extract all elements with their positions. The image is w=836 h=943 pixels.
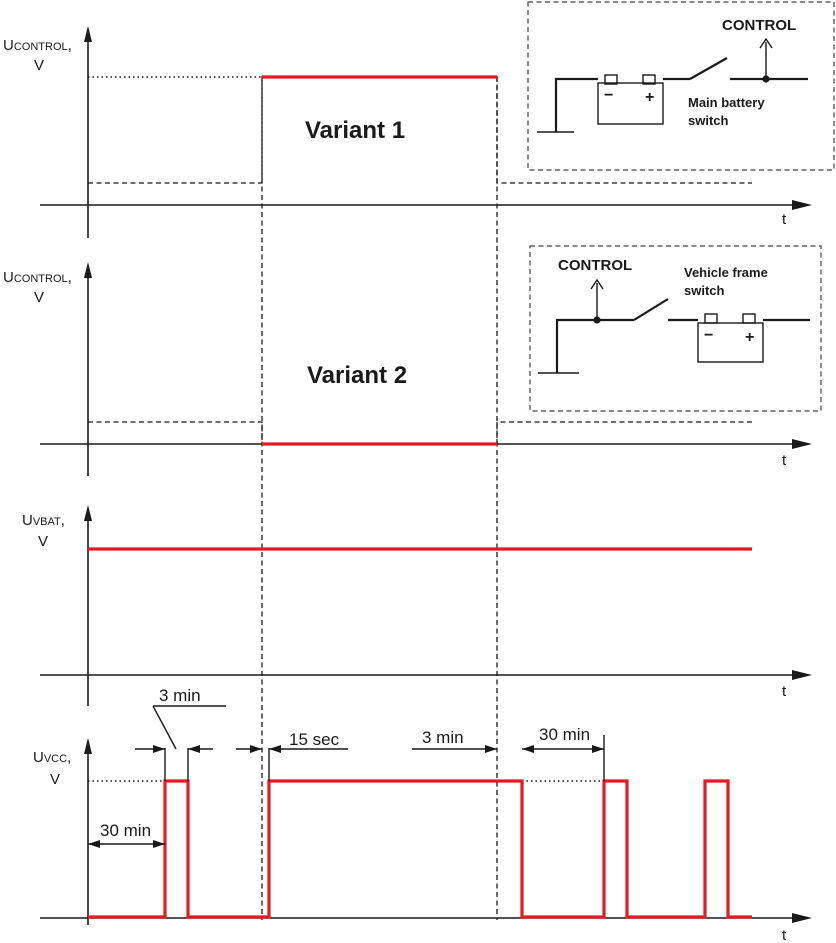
arrow-head-icon — [84, 262, 92, 278]
x-axis-label-4: t — [782, 927, 787, 943]
box-1-control-label: CONTROL — [722, 17, 796, 34]
arrow-head-icon — [792, 439, 812, 449]
svg-text:−: − — [604, 87, 613, 104]
arrow-head-icon — [792, 200, 812, 210]
y-axis-label-1: UCONTROL, — [3, 37, 72, 54]
circuit-box-1-frame — [527, 1, 835, 171]
y-axis-unit-4: V — [50, 771, 60, 788]
low-level-before-1 — [88, 77, 263, 184]
panel-2: UCONTROL, V t Variant 2 − + CONTROL — [3, 245, 822, 476]
y-axis-label-2: UCONTROL, — [3, 269, 72, 286]
box-2-control-label: CONTROL — [558, 257, 632, 274]
low-level-after-1 — [496, 77, 752, 184]
y-axis-unit-2: V — [34, 289, 44, 306]
x-axis-label-1: t — [782, 211, 787, 228]
variant-2-label: Variant 2 — [307, 362, 407, 389]
arrow-head-icon — [84, 26, 92, 42]
circuit-box-2-frame — [529, 245, 822, 412]
y-axis-label-3: UVBAT, — [22, 512, 65, 529]
circuit-box-2: − + CONTROL Vehicle frame switch — [529, 245, 822, 412]
svg-text:−: − — [704, 327, 713, 344]
panel-3: UVBAT, V t — [22, 505, 812, 706]
dim-3min-mid: 3 min 30 min — [412, 725, 604, 753]
svg-text:+: + — [645, 89, 654, 106]
box-2-switch-label-line1: Vehicle frame — [684, 265, 768, 280]
arrow-head-icon — [792, 670, 812, 680]
arrow-head-icon — [84, 738, 92, 754]
y-axis-unit-3: V — [38, 533, 48, 550]
arrow-head-icon — [792, 913, 812, 923]
dim-30min-right-label: 30 min — [539, 725, 590, 744]
box-1-switch-label-line2: switch — [688, 113, 729, 128]
arrow-head-icon — [84, 505, 92, 521]
switch-icon — [689, 57, 728, 80]
battery-icon: − + — [697, 313, 764, 363]
x-axis-label-2: t — [782, 452, 787, 469]
control-arrow-icon — [590, 278, 604, 290]
panel-1: UCONTROL, V t Variant 1 − + CO — [3, 1, 835, 238]
panel-4: UVCC, V t 3 min 15 sec — [33, 686, 812, 943]
dimension-extensions — [164, 735, 605, 781]
svg-text:+: + — [745, 329, 754, 346]
dim-15sec-label: 15 sec — [289, 730, 340, 749]
ground-wire-2 — [555, 318, 634, 373]
high-level-before-2 — [88, 421, 263, 444]
dim-3min-top-label: 3 min — [159, 686, 201, 705]
ground-wire-1 — [554, 77, 598, 132]
box-1-switch-label-line1: Main battery — [688, 95, 765, 110]
variant-1-label: Variant 1 — [305, 117, 405, 144]
x-axis-label-3: t — [782, 683, 787, 700]
high-level-after-2 — [496, 421, 752, 444]
dim-30min-left: 30 min — [88, 821, 165, 848]
circuit-box-1: − + CONTROL Main battery switch — [527, 1, 835, 171]
control-arrow-icon — [759, 37, 773, 49]
box-2-switch-label-line2: switch — [684, 283, 725, 298]
battery-icon: − + — [597, 74, 664, 125]
y-axis-label-4: UVCC, — [33, 749, 71, 766]
switch-icon — [633, 298, 669, 321]
dim-15sec: 15 sec — [236, 730, 348, 753]
dim-30min-left-label: 30 min — [100, 821, 151, 840]
dim-3min-top: 3 min — [135, 686, 226, 753]
y-axis-unit-1: V — [34, 57, 44, 74]
vcc-signal — [88, 779, 752, 919]
dim-3min-mid-label: 3 min — [422, 728, 464, 747]
event-guide-lines — [261, 76, 498, 920]
